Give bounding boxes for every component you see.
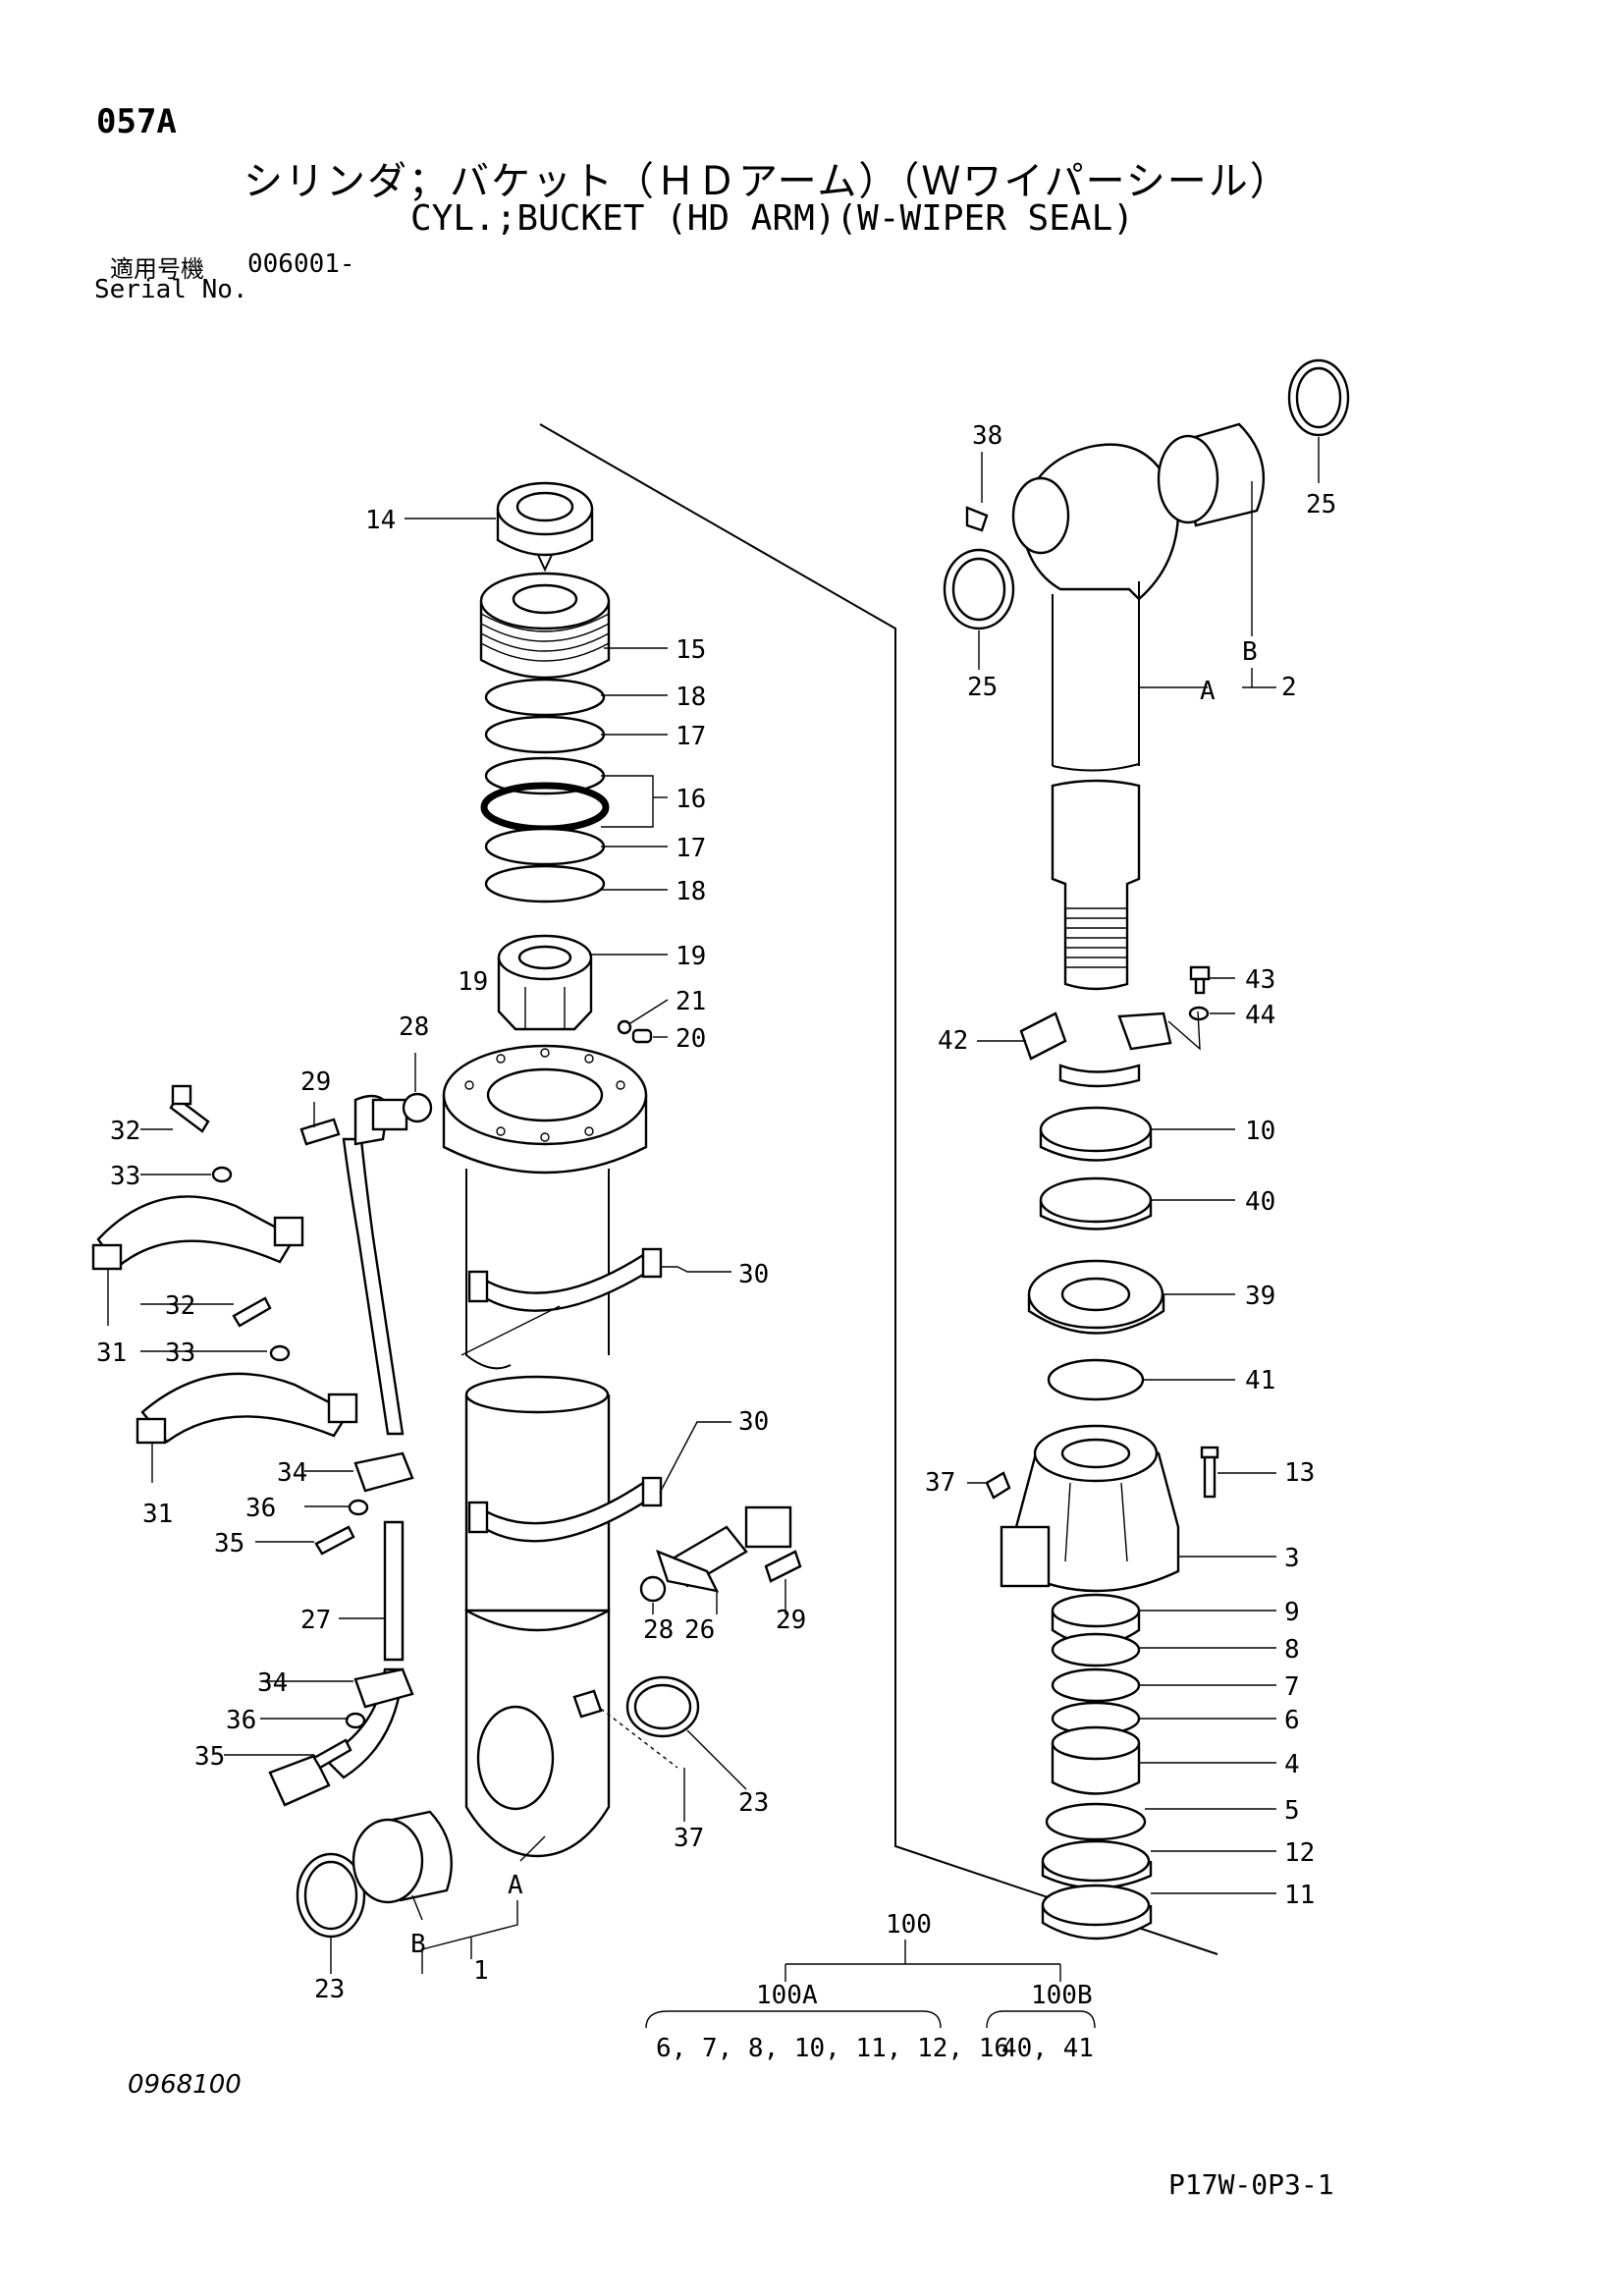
callout-6: 6: [1284, 1706, 1300, 1735]
letter-b-left: B: [410, 1930, 426, 1959]
callout-31b: 31: [142, 1500, 173, 1529]
callout-28b: 28: [643, 1615, 674, 1645]
callout-7: 7: [1284, 1672, 1300, 1702]
kit-100a-label: 100A: [756, 1981, 818, 2010]
callout-35b: 35: [194, 1742, 225, 1772]
kit-100a-items: 6, 7, 8, 10, 11, 12, 16: [656, 2034, 1009, 2063]
serial-label-japanese: 適用号機: [110, 255, 204, 283]
letter-b-right: B: [1242, 637, 1258, 667]
callout-10: 10: [1245, 1117, 1275, 1146]
callout-36b: 36: [226, 1706, 256, 1735]
callout-37a: 37: [674, 1824, 704, 1853]
callout-25a: 25: [1306, 490, 1336, 519]
kit-tree: 100 100A 100B 6, 7, 8, 10, 11, 12, 16 40…: [656, 1910, 1094, 2063]
callout-14: 14: [365, 506, 396, 535]
callout-27: 27: [300, 1606, 331, 1635]
callout-17b: 17: [676, 834, 706, 863]
callout-32a: 32: [110, 1117, 140, 1146]
callout-5: 5: [1284, 1796, 1300, 1826]
callout-21: 21: [676, 987, 706, 1016]
page-reference: P17W-0P3-1: [1168, 2168, 1334, 2201]
kit-root-label: 100: [886, 1910, 932, 1940]
rod-drawing-right: [943, 358, 1350, 1941]
callout-36a: 36: [245, 1494, 276, 1523]
callout-11: 11: [1284, 1881, 1315, 1910]
callout-15: 15: [676, 635, 706, 665]
callout-43: 43: [1245, 965, 1275, 995]
callout-18b: 18: [676, 877, 706, 906]
callout-29a: 29: [300, 1067, 331, 1097]
callout-labels: 19 14 15 18 17 16 17 18 19 21 20 28 29 3…: [96, 421, 1336, 2004]
callout-29b: 29: [776, 1606, 806, 1635]
callout-18a: 18: [676, 683, 706, 712]
callout-41: 41: [1245, 1366, 1275, 1395]
callout-1: 1: [473, 1956, 489, 1986]
callout-3: 3: [1284, 1544, 1300, 1573]
callout-12: 12: [1284, 1838, 1315, 1868]
letter-a-right: A: [1200, 677, 1216, 706]
callout-33a: 33: [110, 1162, 140, 1191]
callout-23a: 23: [738, 1788, 769, 1818]
callout-38: 38: [972, 421, 1002, 451]
callout-19: 19: [458, 967, 488, 997]
callout-17a: 17: [676, 722, 706, 751]
title-english: CYL.;BUCKET (HD ARM)(W-WIPER SEAL): [410, 198, 1134, 239]
serial-label-english: Serial No.: [94, 275, 248, 304]
reference-letters: A B A B: [410, 637, 1258, 1959]
callout-39: 39: [1245, 1282, 1275, 1311]
callout-9: 9: [1284, 1598, 1300, 1627]
kit-100b-items: 40, 41: [1001, 2034, 1094, 2063]
callout-26: 26: [684, 1615, 715, 1645]
callout-44: 44: [1245, 1001, 1275, 1030]
callout-34a: 34: [277, 1458, 307, 1488]
callout-42: 42: [938, 1026, 968, 1056]
callout-16: 16: [676, 785, 706, 814]
page-code: 057A: [96, 102, 177, 141]
callout-30b: 30: [738, 1407, 769, 1437]
leader-lines: [107, 437, 1320, 2029]
callout-32b: 32: [165, 1291, 195, 1321]
drawing-number: 0968100: [128, 2070, 242, 2100]
callout-8: 8: [1284, 1635, 1300, 1665]
callout-40: 40: [1245, 1187, 1275, 1217]
callout-33b: 33: [165, 1339, 195, 1368]
serial-number-value: 006001-: [247, 249, 355, 279]
letter-a-left: A: [508, 1871, 523, 1900]
callout-23b: 23: [314, 1975, 345, 2004]
callout-19-label: 19: [676, 942, 706, 971]
callout-30a: 30: [738, 1260, 769, 1289]
callout-20: 20: [676, 1024, 706, 1054]
callout-28a: 28: [399, 1012, 429, 1042]
callout-37b: 37: [925, 1468, 955, 1498]
callout-2: 2: [1281, 673, 1297, 702]
callout-4: 4: [1284, 1750, 1300, 1779]
title-japanese: シリンダ；バケット（ＨＤアーム）（Ｗワイパーシール）: [243, 159, 1291, 204]
callout-34b: 34: [257, 1668, 288, 1698]
callout-13: 13: [1284, 1458, 1315, 1488]
kit-100b-label: 100B: [1031, 1981, 1093, 2010]
callout-25b: 25: [967, 673, 998, 702]
callout-31a: 31: [96, 1339, 127, 1368]
callout-35a: 35: [214, 1529, 244, 1558]
